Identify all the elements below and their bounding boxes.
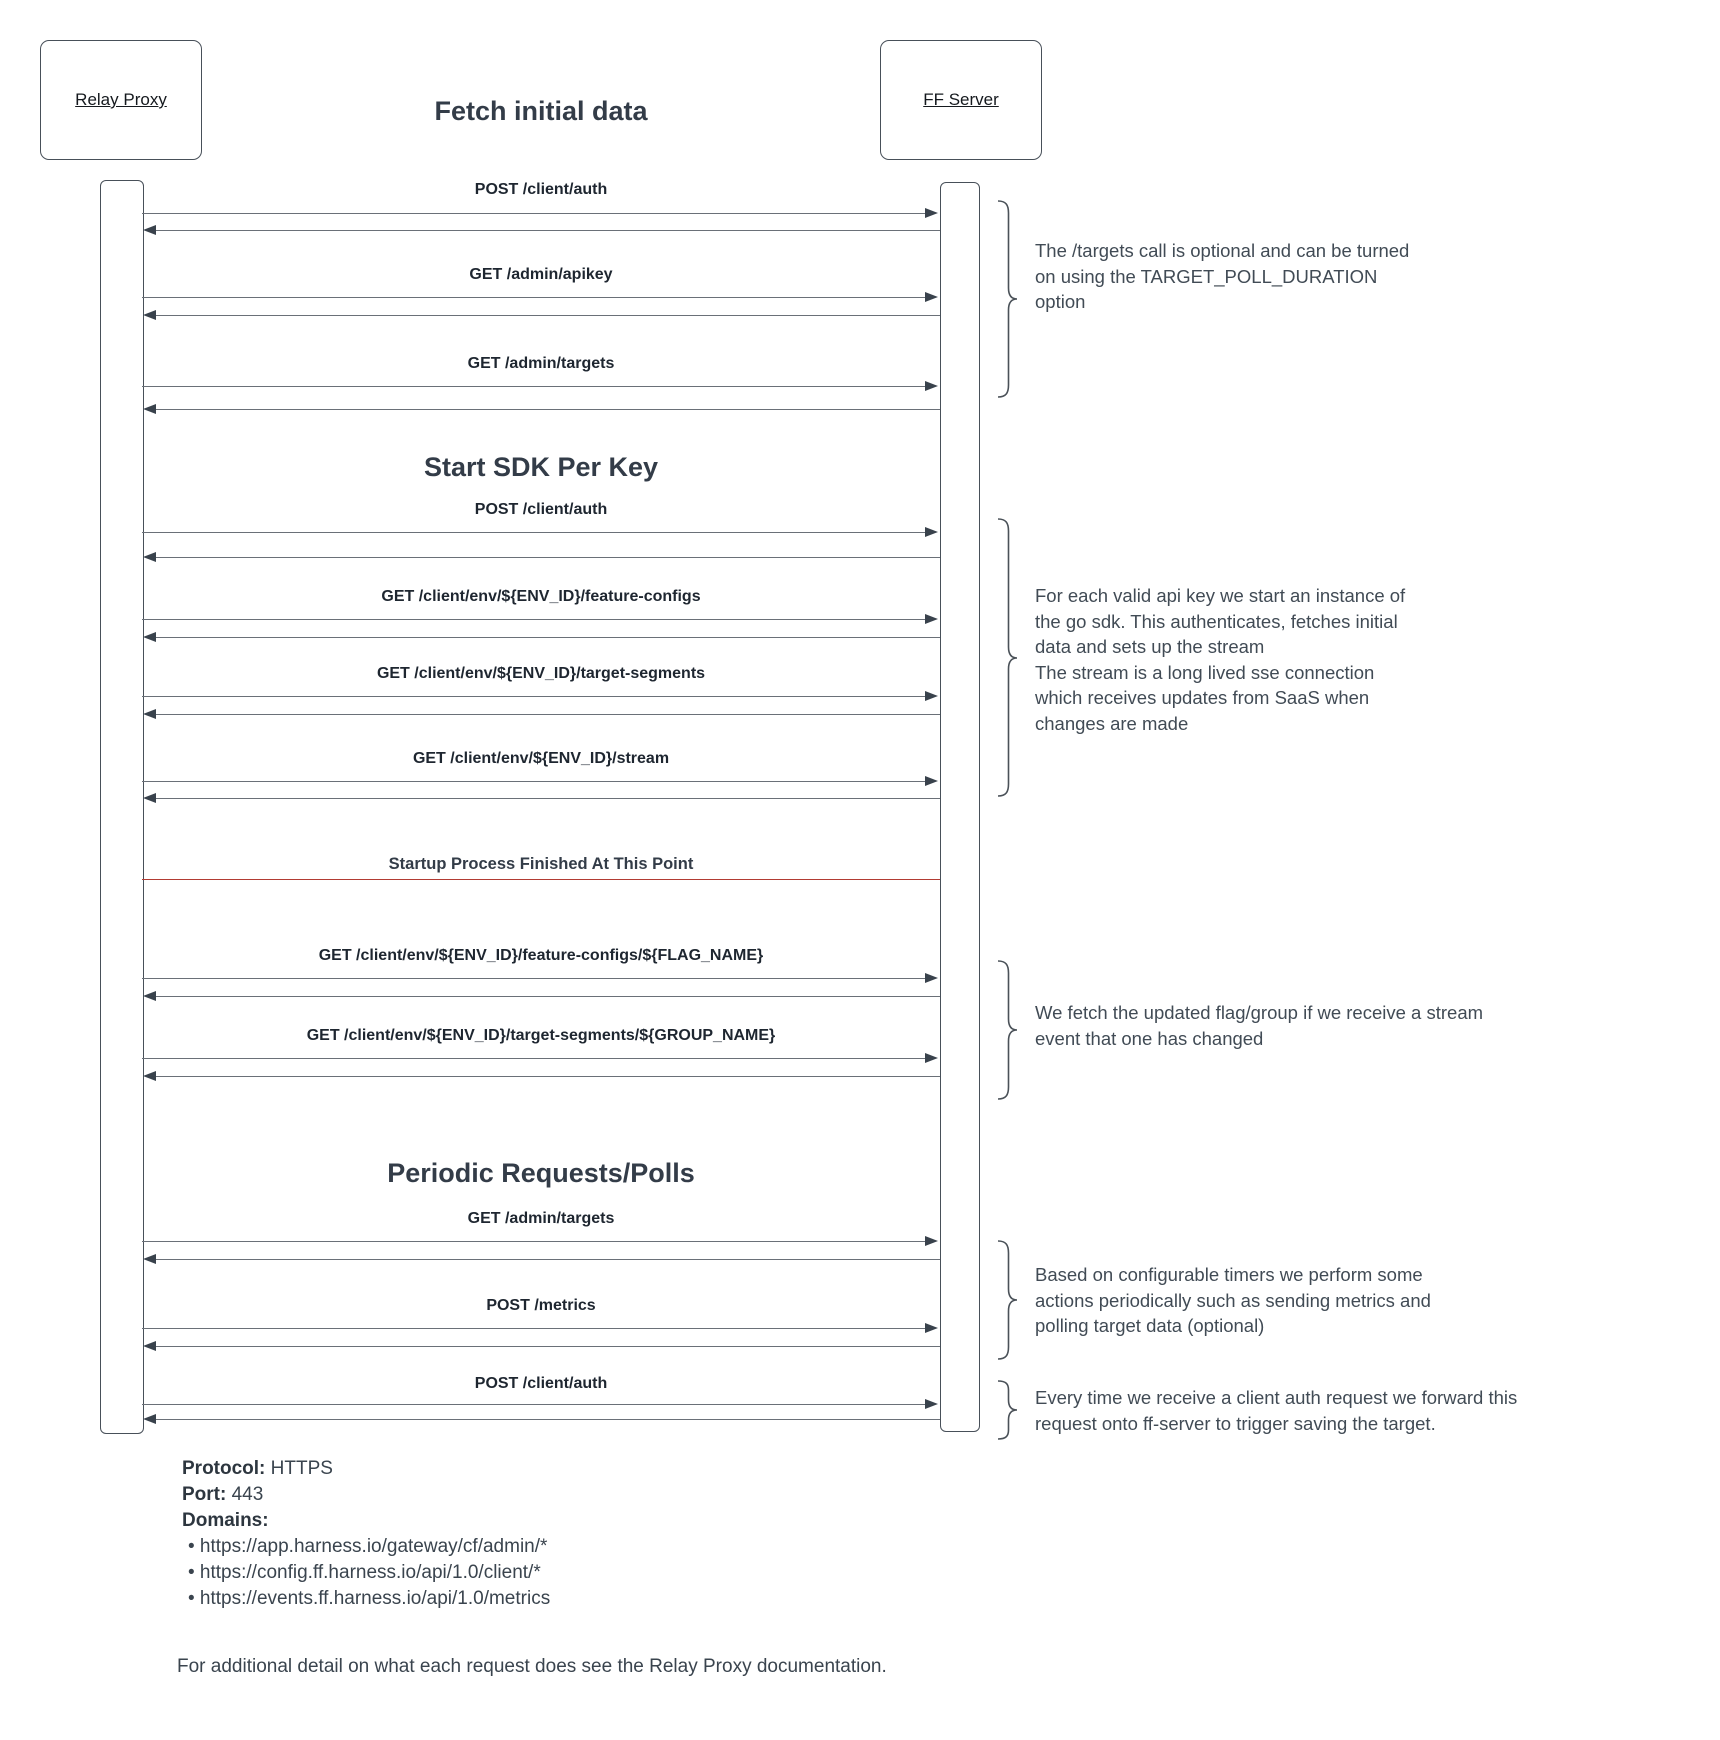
title-fetch-initial-data: Fetch initial data bbox=[434, 96, 648, 126]
arrowhead-left-icon bbox=[143, 792, 156, 803]
arrowhead-left-icon bbox=[143, 631, 156, 642]
message-label: POST /client/auth bbox=[474, 181, 608, 198]
message-label: GET /client/env/${ENV_ID}/feature-config… bbox=[318, 947, 764, 964]
request-arrow bbox=[142, 291, 938, 302]
documentation-note: For additional detail on what each reque… bbox=[177, 1656, 887, 1677]
response-arrow bbox=[143, 403, 940, 414]
arrowhead-right-icon bbox=[925, 613, 938, 624]
arrowhead-left-icon bbox=[143, 403, 156, 414]
protocol-label: Protocol: bbox=[182, 1458, 266, 1479]
arrowhead-left-icon bbox=[143, 708, 156, 719]
lifeline-ff-server bbox=[940, 182, 980, 1432]
curly-brace-icon bbox=[997, 960, 1018, 1100]
curly-brace-icon bbox=[997, 1240, 1018, 1360]
actor-relay-proxy-label: Relay Proxy bbox=[75, 90, 167, 109]
connection-info: Protocol: HTTPS Port: 443 Domains: • htt… bbox=[182, 1456, 550, 1612]
arrowhead-left-icon bbox=[143, 1413, 156, 1424]
message-label: POST /client/auth bbox=[474, 501, 608, 518]
actor-ff-server-label: FF Server bbox=[923, 90, 999, 109]
message-label: POST /client/auth bbox=[474, 1375, 608, 1392]
title-periodic-requests: Periodic Requests/Polls bbox=[387, 1158, 695, 1188]
curly-brace-icon bbox=[997, 1380, 1018, 1440]
message-label: GET /client/env/${ENV_ID}/feature-config… bbox=[381, 588, 701, 605]
response-arrow bbox=[143, 309, 940, 320]
request-arrow bbox=[142, 1398, 938, 1409]
message-label: GET /admin/targets bbox=[467, 355, 615, 372]
request-arrow bbox=[142, 1235, 938, 1246]
response-arrow bbox=[143, 990, 940, 1001]
annotation-periodic-timers: Based on configurable timers we perform … bbox=[1035, 1264, 1431, 1336]
arrowhead-left-icon bbox=[143, 1070, 156, 1081]
request-arrow bbox=[142, 380, 938, 391]
actor-relay-proxy: Relay Proxy bbox=[40, 40, 202, 160]
message-label: GET /admin/apikey bbox=[469, 266, 613, 283]
arrowhead-left-icon bbox=[143, 1340, 156, 1351]
response-arrow bbox=[143, 792, 940, 803]
arrowhead-right-icon bbox=[925, 775, 938, 786]
request-arrow bbox=[142, 613, 938, 624]
request-arrow bbox=[142, 526, 938, 537]
message-label: GET /client/env/${ENV_ID}/target-segment… bbox=[306, 1027, 776, 1044]
arrowhead-right-icon bbox=[925, 1052, 938, 1063]
arrowhead-right-icon bbox=[925, 1398, 938, 1409]
request-arrow bbox=[142, 972, 938, 983]
response-arrow bbox=[143, 1340, 940, 1351]
arrowhead-right-icon bbox=[925, 380, 938, 391]
response-arrow bbox=[143, 631, 940, 642]
response-arrow bbox=[143, 708, 940, 719]
arrowhead-left-icon bbox=[143, 990, 156, 1001]
port-line: Port: 443 bbox=[182, 1482, 550, 1508]
arrowhead-left-icon bbox=[143, 309, 156, 320]
arrowhead-right-icon bbox=[925, 972, 938, 983]
curly-brace-icon bbox=[997, 200, 1018, 398]
actor-ff-server: FF Server bbox=[880, 40, 1042, 160]
startup-divider-label: Startup Process Finished At This Point bbox=[388, 855, 694, 873]
bullet-icon: • bbox=[188, 1588, 195, 1609]
port-label: Port: bbox=[182, 1484, 227, 1505]
arrowhead-left-icon bbox=[143, 551, 156, 562]
bullet-icon: • bbox=[188, 1562, 195, 1583]
startup-divider-line bbox=[142, 879, 940, 880]
domain-item: • https://events.ff.harness.io/api/1.0/m… bbox=[188, 1588, 551, 1609]
request-arrow bbox=[142, 207, 938, 218]
arrowhead-right-icon bbox=[925, 207, 938, 218]
arrowhead-right-icon bbox=[925, 1235, 938, 1246]
response-arrow bbox=[143, 224, 940, 235]
annotation-sdk-per-key: For each valid api key we start an insta… bbox=[1035, 585, 1406, 734]
message-label: POST /metrics bbox=[486, 1297, 596, 1314]
message-label: GET /client/env/${ENV_ID}/target-segment… bbox=[376, 665, 706, 682]
lifeline-relay-proxy bbox=[100, 180, 144, 1434]
domains-label: Domains: bbox=[182, 1510, 269, 1531]
protocol-value: HTTPS bbox=[265, 1458, 333, 1479]
domain-item: • https://app.harness.io/gateway/cf/admi… bbox=[188, 1536, 548, 1557]
port-value: 443 bbox=[226, 1484, 264, 1505]
domain-item: • https://config.ff.harness.io/api/1.0/c… bbox=[188, 1562, 541, 1583]
response-arrow bbox=[143, 1413, 940, 1424]
arrowhead-right-icon bbox=[925, 526, 938, 537]
arrowhead-right-icon bbox=[925, 1322, 938, 1333]
bullet-icon: • bbox=[188, 1536, 195, 1557]
arrowhead-right-icon bbox=[925, 690, 938, 701]
arrowhead-right-icon bbox=[925, 291, 938, 302]
title-start-sdk-per-key: Start SDK Per Key bbox=[423, 452, 659, 482]
curly-brace-icon bbox=[997, 518, 1018, 797]
response-arrow bbox=[143, 1070, 940, 1081]
request-arrow bbox=[142, 1052, 938, 1063]
response-arrow bbox=[143, 1253, 940, 1264]
annotation-targets-optional: The /targets call is optional and can be… bbox=[1035, 240, 1410, 312]
annotation-fetch-updated-flag: We fetch the updated flag/group if we re… bbox=[1035, 1002, 1484, 1049]
request-arrow bbox=[142, 1322, 938, 1333]
message-label: GET /client/env/${ENV_ID}/stream bbox=[412, 750, 670, 767]
arrowhead-left-icon bbox=[143, 1253, 156, 1264]
request-arrow bbox=[142, 775, 938, 786]
message-label: GET /admin/targets bbox=[467, 1210, 615, 1227]
request-arrow bbox=[142, 690, 938, 701]
response-arrow bbox=[143, 551, 940, 562]
protocol-line: Protocol: HTTPS bbox=[182, 1456, 550, 1482]
annotation-forward-auth: Every time we receive a client auth requ… bbox=[1035, 1387, 1518, 1434]
arrowhead-left-icon bbox=[143, 224, 156, 235]
